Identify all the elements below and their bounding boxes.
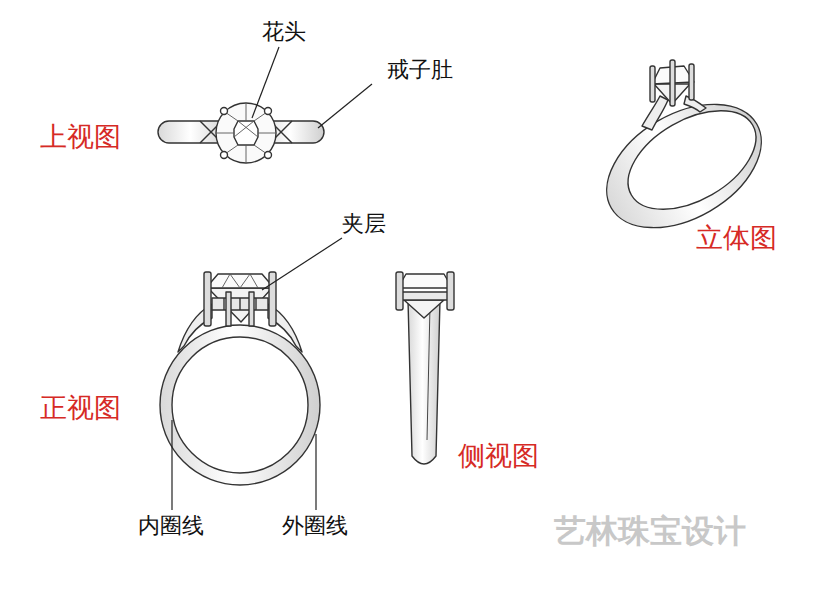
part-label: 外圈线 <box>282 514 348 538</box>
leader-lines <box>172 47 372 510</box>
part-label: 夹层 <box>342 212 386 236</box>
part-label: 戒子肚 <box>387 58 453 82</box>
part-label: 花头 <box>262 20 306 44</box>
view-title: 正视图 <box>40 393 121 423</box>
view-title: 侧视图 <box>458 441 539 471</box>
front-view <box>160 272 320 485</box>
perspective-view <box>585 60 782 253</box>
part-label: 内圈线 <box>138 514 204 538</box>
view-title: 上视图 <box>40 122 121 152</box>
view-title: 立体图 <box>696 223 777 253</box>
watermark: 艺林珠宝设计 <box>554 514 746 549</box>
top-view <box>158 103 324 163</box>
side-view <box>396 272 454 464</box>
